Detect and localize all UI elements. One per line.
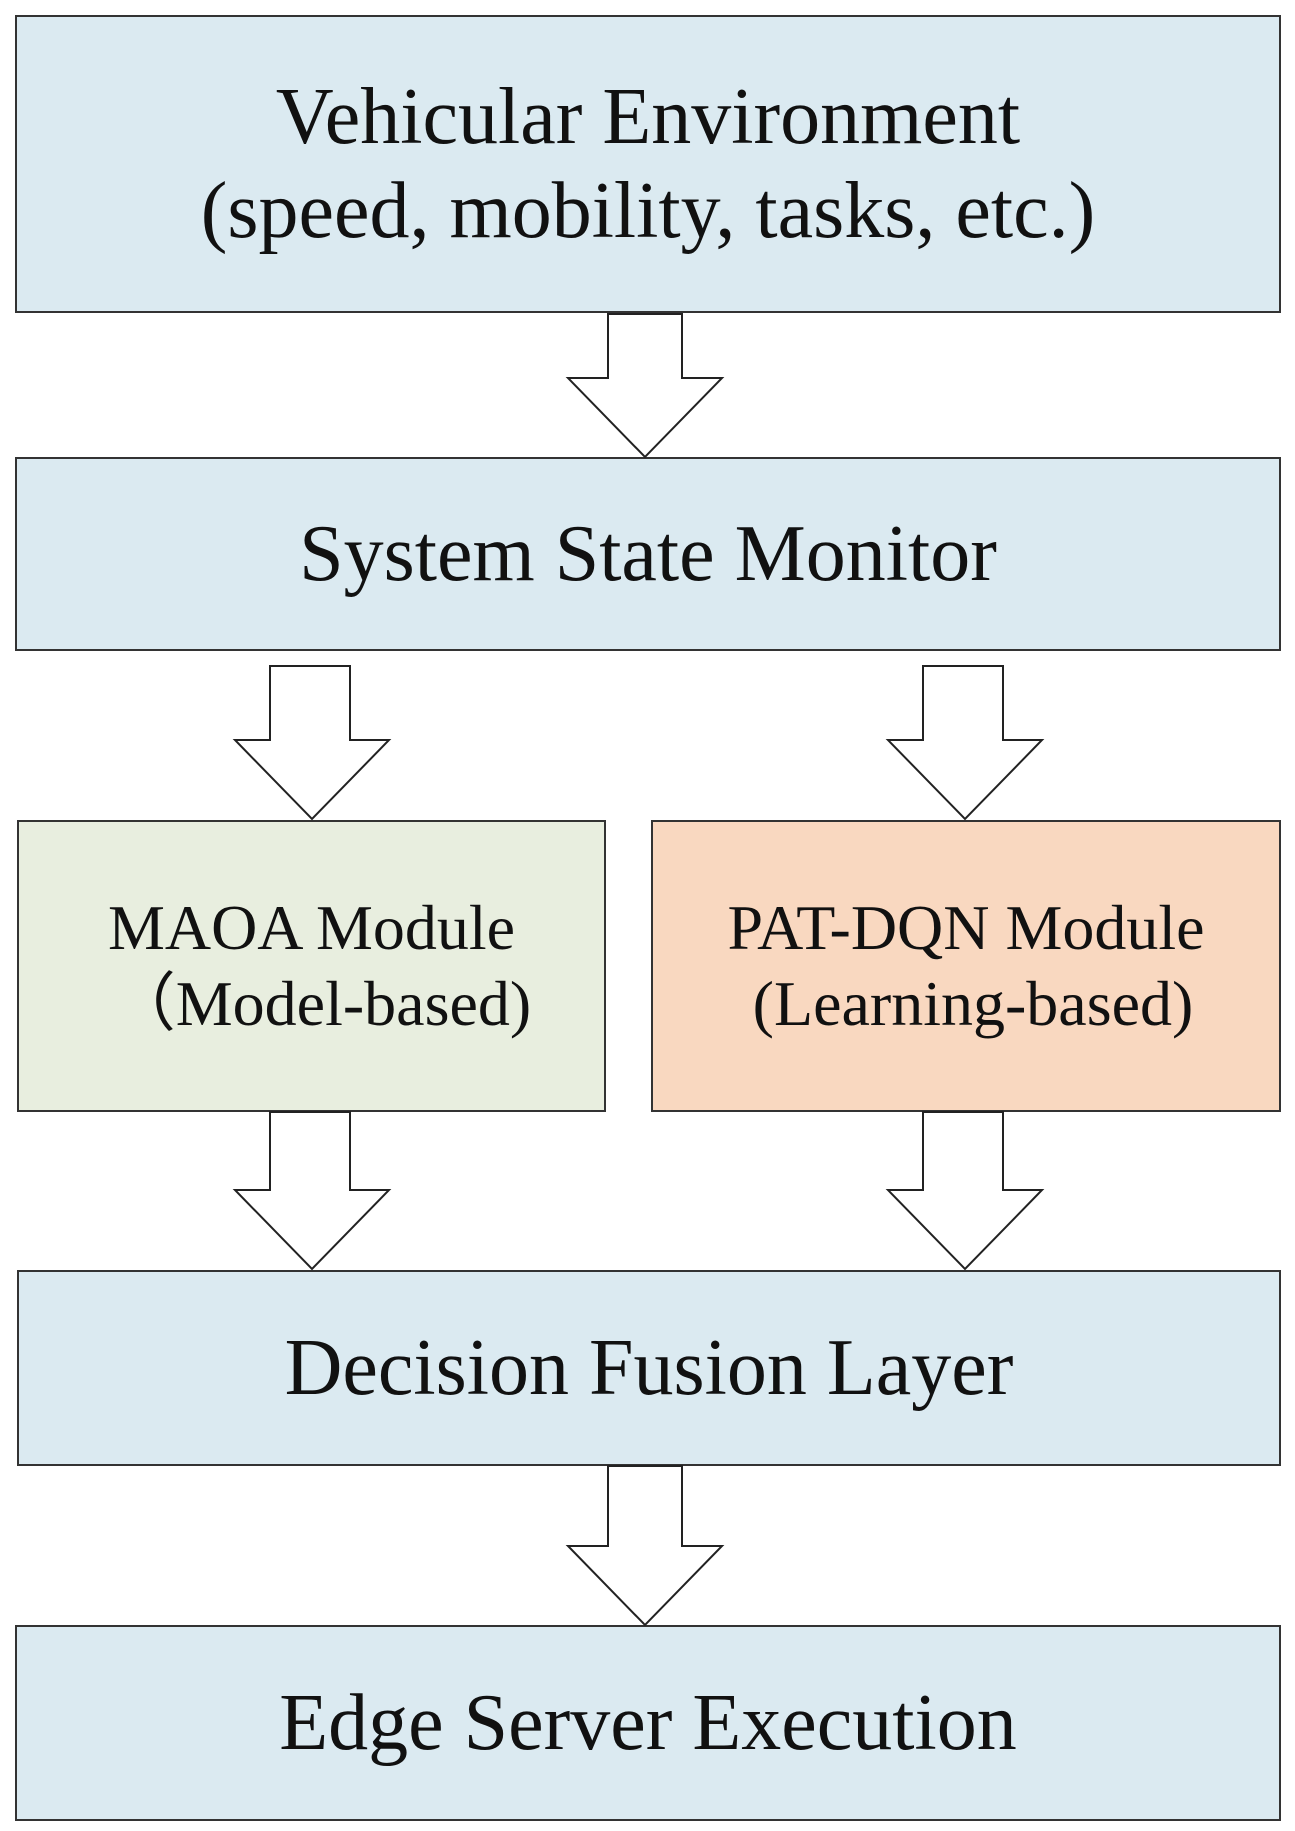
system-state-monitor-label: System State Monitor (299, 509, 997, 598)
vehicular-environment-box: Vehicular Environment (speed, mobility, … (15, 15, 1281, 313)
vehicular-environment-title: Vehicular Environment (275, 72, 1021, 161)
arrow-fusion-to-edge (565, 1465, 725, 1627)
pat-dqn-module-box: PAT-DQN Module (Learning-based) (651, 820, 1281, 1112)
arrow-environment-to-monitor (565, 313, 725, 459)
system-state-monitor-box: System State Monitor (15, 457, 1281, 651)
pat-dqn-module-title: PAT-DQN Module (727, 892, 1205, 964)
pat-dqn-module-subtitle: (Learning-based) (752, 968, 1194, 1039)
maoa-module-box: MAOA Module （Model-based) (17, 820, 606, 1112)
arrow-monitor-to-maoa (232, 665, 392, 821)
decision-fusion-layer-label: Decision Fusion Layer (284, 1323, 1014, 1412)
edge-server-execution-box: Edge Server Execution (15, 1625, 1281, 1821)
vehicular-environment-subtitle: (speed, mobility, tasks, etc.) (200, 167, 1096, 255)
arrow-maoa-to-fusion (232, 1111, 392, 1271)
decision-fusion-layer-box: Decision Fusion Layer (17, 1270, 1281, 1466)
maoa-module-subtitle: （Model-based) (111, 968, 532, 1039)
edge-server-execution-label: Edge Server Execution (279, 1678, 1017, 1767)
arrow-pat-dqn-to-fusion (885, 1111, 1045, 1271)
arrow-monitor-to-pat-dqn (885, 665, 1045, 821)
maoa-module-title: MAOA Module (107, 892, 516, 964)
